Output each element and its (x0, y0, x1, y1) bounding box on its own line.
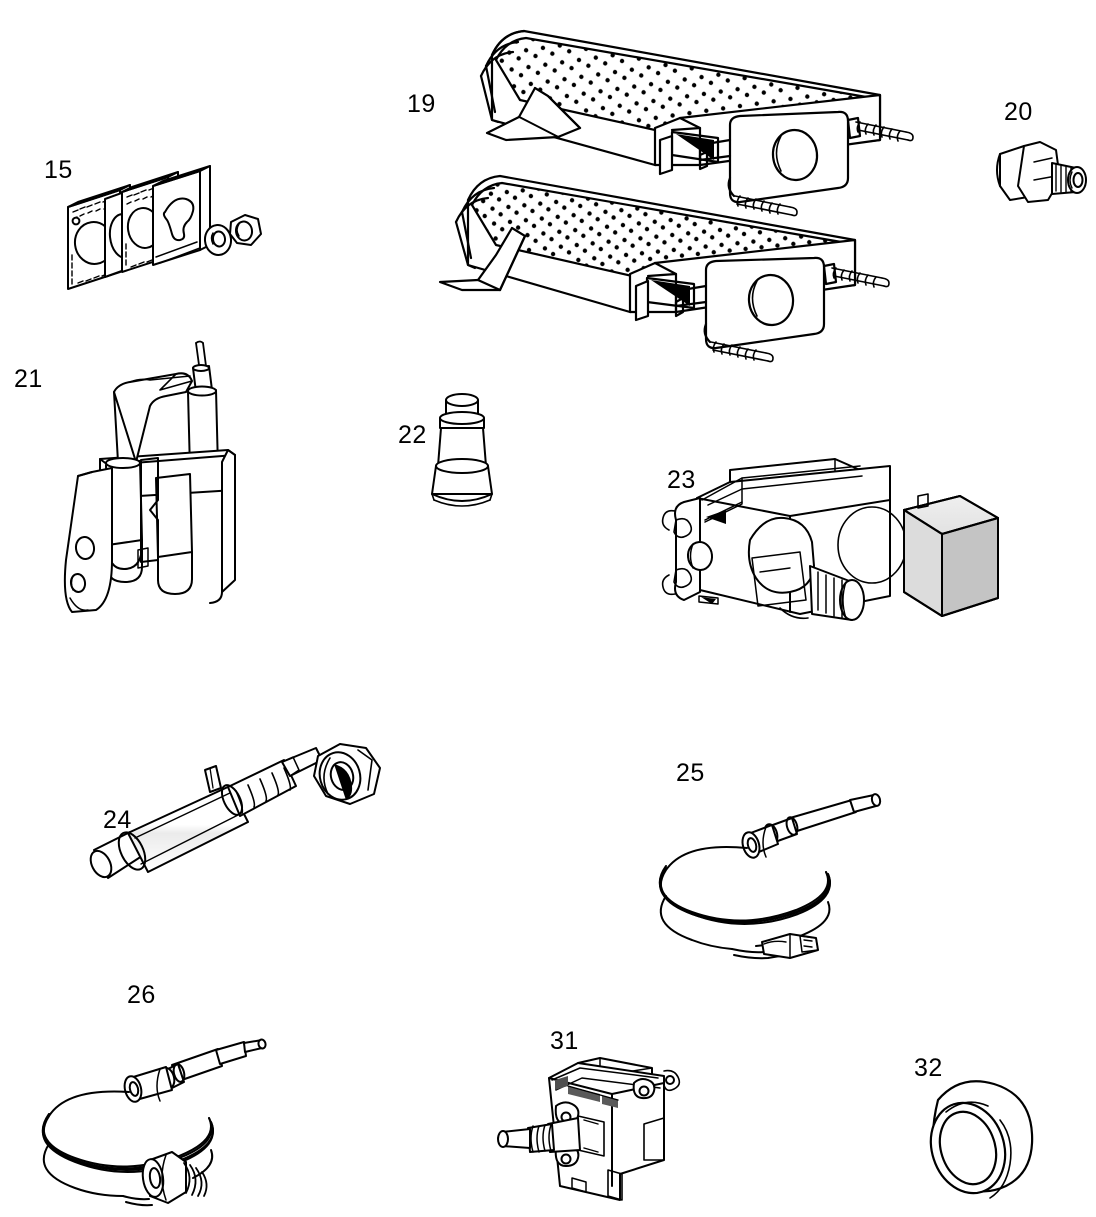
callout-label-22: 22 (398, 421, 427, 449)
burner-bar-lower (438, 174, 890, 363)
flat-washer (203, 224, 233, 256)
callout-label-31: 31 (550, 1027, 579, 1055)
callout-label-26: 26 (127, 981, 156, 1009)
part-21-pilot-electrode-assembly (63, 340, 236, 613)
callout-label-19: 19 (407, 90, 436, 118)
part-31-rotary-energy-regulator-switch (497, 1057, 681, 1201)
callout-label-15: 15 (44, 156, 73, 184)
part-20-hex-injector-fitting (996, 141, 1087, 203)
part-19-burner-bar-pair (438, 29, 914, 363)
callout-label-24: 24 (103, 806, 132, 834)
callout-label-23: 23 (667, 466, 696, 494)
pilot-tube-right (155, 473, 193, 558)
burner-bar-upper (479, 29, 914, 217)
part-25-thermocouple-spade-terminal (658, 793, 882, 960)
bracket-plate-4 (152, 165, 211, 266)
part-24-flame-sensor-probe-with-nut (89, 743, 381, 879)
burner-stud-lower-right (822, 262, 890, 288)
callout-label-32: 32 (914, 1054, 943, 1082)
part-23-gas-valve-with-solenoid (661, 458, 999, 621)
burner-stud-upper-left (727, 176, 798, 217)
burner-stud-upper-right (846, 116, 914, 142)
hex-nut (229, 214, 262, 246)
callout-label-20: 20 (1004, 98, 1033, 126)
solenoid-block (903, 493, 999, 617)
part-15-gasket-plate-stack (67, 165, 262, 290)
part-32-control-knob-bezel-ring (929, 1080, 1034, 1199)
callout-label-21: 21 (14, 365, 43, 393)
part-26-thermocouple-threaded-nut (41, 1038, 267, 1207)
part-22-stepped-bush-grommet (431, 393, 493, 507)
burner-stud-lower-left (703, 322, 774, 363)
callout-label-25: 25 (676, 759, 705, 787)
